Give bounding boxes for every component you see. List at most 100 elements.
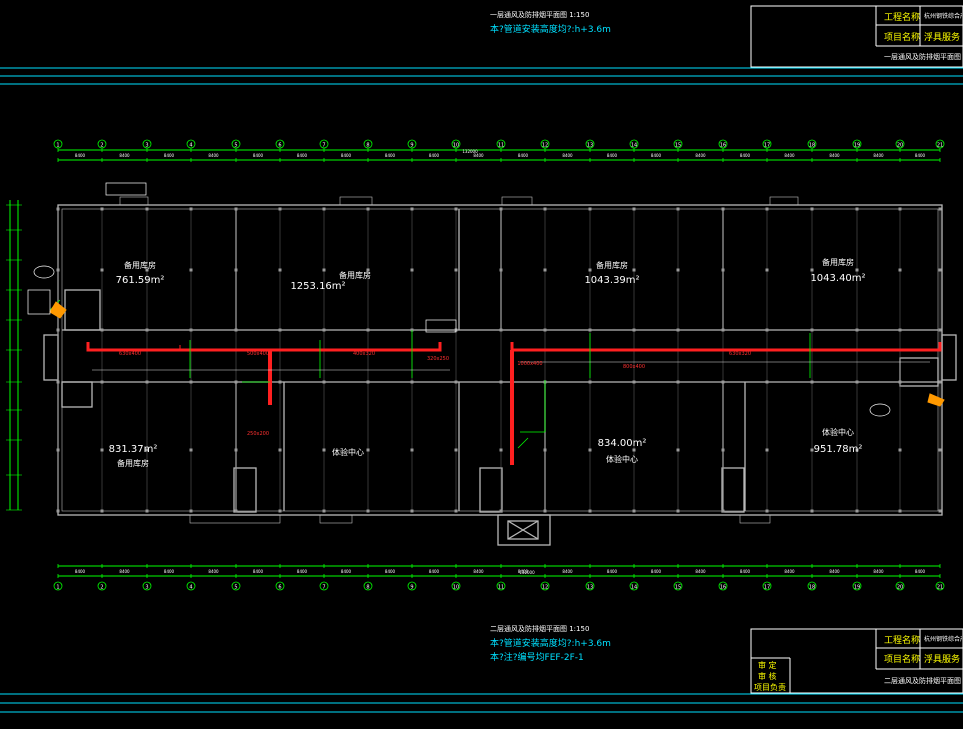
axis-tick-group: 8400 8400 8400 8400 8400 8400 8400 8400 8400 8400… bbox=[6, 148, 941, 578]
column bbox=[100, 328, 104, 332]
axis-label: 15 bbox=[675, 143, 681, 149]
column bbox=[632, 448, 636, 452]
column bbox=[588, 268, 592, 272]
axis-span-label: 8400 bbox=[562, 153, 573, 158]
title-bottom-drawing-name: 二层通风及防排烟平面图 bbox=[884, 677, 961, 685]
axis-label: 3 bbox=[145, 585, 148, 591]
column bbox=[410, 207, 414, 211]
axis-label: 19 bbox=[854, 585, 860, 591]
column bbox=[721, 328, 725, 332]
column bbox=[588, 380, 592, 384]
title-top-label-1: 工程名称 bbox=[884, 13, 921, 23]
axis-label: 10 bbox=[453, 143, 459, 149]
axis-span-label: 8400 bbox=[518, 153, 529, 158]
bottom-plan-title: 二层通风及防排烟平面图 1:150 bbox=[490, 625, 590, 633]
column bbox=[454, 207, 458, 211]
axis-bubble: 6 bbox=[275, 139, 285, 149]
column bbox=[632, 207, 636, 211]
axis-span-label: 8400 bbox=[784, 153, 795, 158]
column bbox=[855, 509, 859, 513]
corridor-dim-lines bbox=[92, 361, 930, 371]
axis-span-label: 8400 bbox=[297, 569, 308, 574]
axis-bubble: 13 bbox=[585, 581, 595, 591]
column bbox=[189, 207, 193, 211]
callout-bubbles bbox=[27, 182, 891, 417]
axis-label: 9 bbox=[410, 585, 413, 591]
column bbox=[100, 509, 104, 513]
axis-bubble: 21 bbox=[935, 139, 945, 149]
duct-size-label: 250x200 bbox=[247, 431, 269, 437]
column bbox=[322, 207, 326, 211]
column bbox=[278, 448, 282, 452]
column bbox=[676, 268, 680, 272]
column bbox=[189, 509, 193, 513]
column bbox=[810, 380, 814, 384]
column bbox=[765, 207, 769, 211]
axis-span-label: 8400 bbox=[651, 569, 662, 574]
column bbox=[56, 380, 60, 384]
column bbox=[278, 380, 282, 384]
column bbox=[898, 268, 902, 272]
axis-span-label: 8400 bbox=[119, 153, 130, 158]
column bbox=[938, 380, 942, 384]
axis-span-label: 8400 bbox=[341, 569, 352, 574]
bottom-plan-note-1: 本?管道安装高度均?:h+3.6m bbox=[490, 639, 611, 649]
column bbox=[676, 328, 680, 332]
column bbox=[145, 328, 149, 332]
axis-span-label: 8400 bbox=[695, 569, 706, 574]
column bbox=[100, 448, 104, 452]
axis-label: 2 bbox=[100, 585, 103, 591]
room-name: 体验中心 bbox=[332, 447, 364, 457]
ventilation-branches bbox=[49, 299, 811, 449]
room-name: 备用库房 bbox=[596, 260, 628, 270]
column bbox=[278, 509, 282, 513]
column bbox=[278, 207, 282, 211]
axis-bubble: 19 bbox=[852, 139, 862, 149]
axis-bubble: 12 bbox=[540, 139, 550, 149]
axis-bubble: 4 bbox=[186, 581, 196, 591]
column bbox=[855, 448, 859, 452]
column bbox=[855, 207, 859, 211]
axis-span-label: 8400 bbox=[562, 569, 573, 574]
column bbox=[721, 207, 725, 211]
room-area: 951.78m² bbox=[814, 444, 863, 455]
column bbox=[145, 207, 149, 211]
title-block-top bbox=[750, 5, 963, 68]
axis-label: 18 bbox=[809, 585, 815, 591]
axis-span-label: 8400 bbox=[429, 153, 440, 158]
column bbox=[454, 380, 458, 384]
column bbox=[366, 448, 370, 452]
column bbox=[676, 509, 680, 513]
column bbox=[499, 509, 503, 513]
axis-label: 5 bbox=[234, 143, 237, 149]
axis-label: 5 bbox=[234, 585, 237, 591]
room-area: 1043.40m² bbox=[810, 273, 865, 284]
column bbox=[898, 380, 902, 384]
axis-span-label: 8400 bbox=[385, 569, 396, 574]
column bbox=[56, 448, 60, 452]
column bbox=[56, 268, 60, 272]
title-top-drawing-name: 一层通风及防排烟平面图 bbox=[884, 53, 961, 61]
axis-label: 13 bbox=[587, 143, 593, 149]
column bbox=[938, 268, 942, 272]
axis-bubble: 2 bbox=[97, 581, 107, 591]
column bbox=[588, 207, 592, 211]
column bbox=[234, 448, 238, 452]
axis-label: 7 bbox=[322, 143, 325, 149]
duct-size-label: 1000x400 bbox=[517, 361, 542, 367]
column bbox=[189, 380, 193, 384]
axis-bubble: 8 bbox=[363, 139, 373, 149]
column bbox=[454, 268, 458, 272]
column bbox=[810, 328, 814, 332]
column bbox=[454, 448, 458, 452]
column bbox=[721, 509, 725, 513]
room-area: 834.00m² bbox=[598, 438, 647, 449]
column bbox=[322, 509, 326, 513]
axis-label: 20 bbox=[897, 585, 903, 591]
column bbox=[145, 268, 149, 272]
axis-span-label: 8400 bbox=[164, 153, 175, 158]
column bbox=[898, 207, 902, 211]
title-bottom-label-1: 工程名称 bbox=[884, 636, 921, 646]
column bbox=[938, 328, 942, 332]
column bbox=[322, 448, 326, 452]
